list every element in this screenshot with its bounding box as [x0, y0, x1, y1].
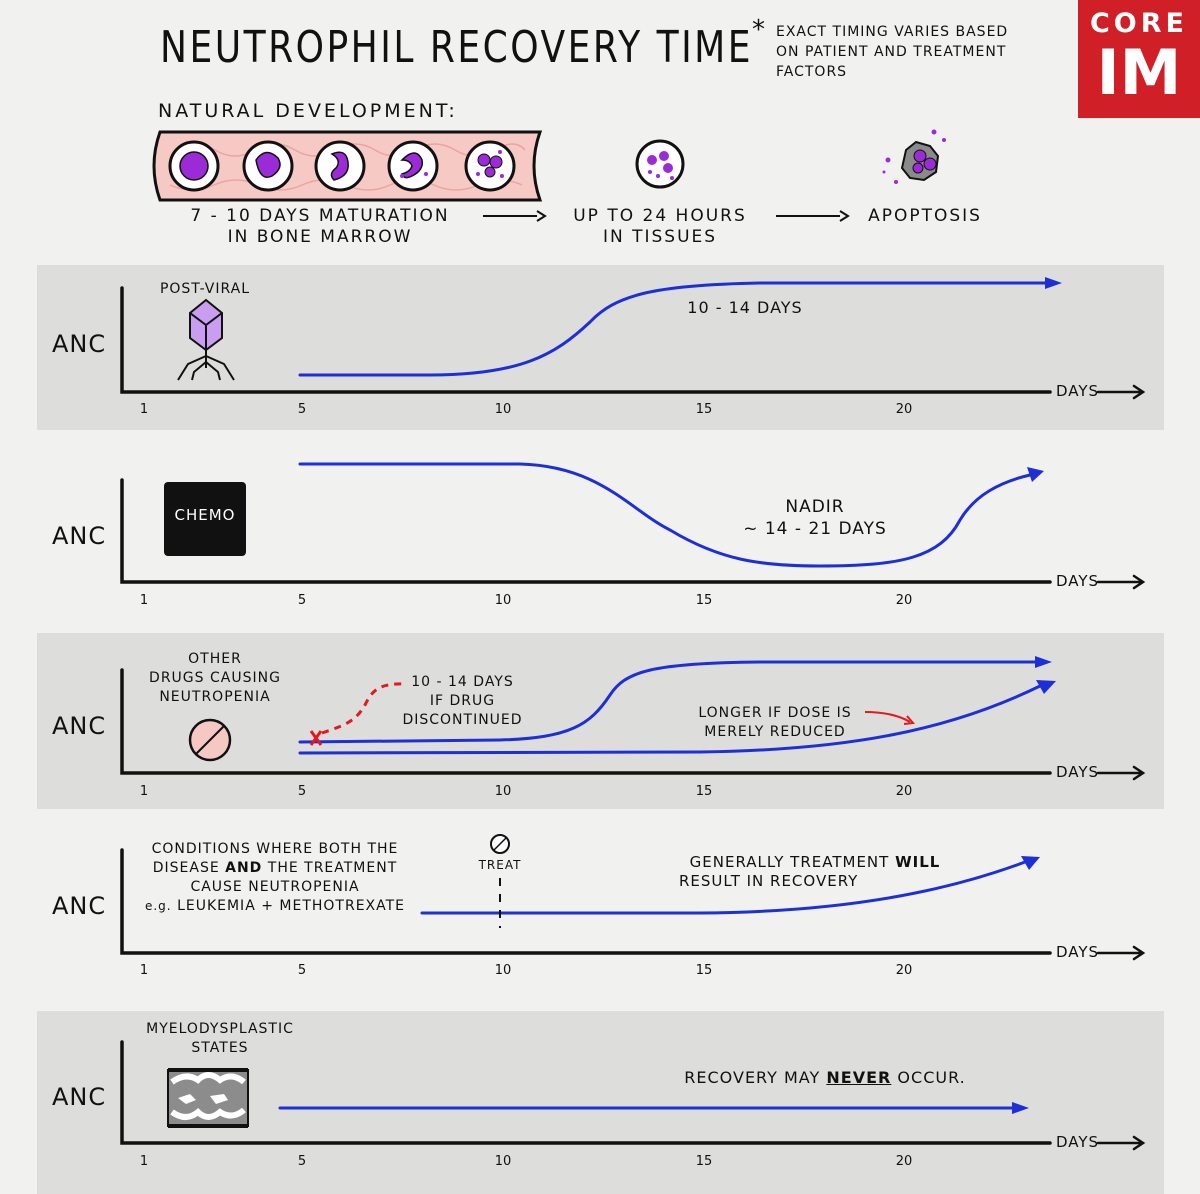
tick-label: 10 — [494, 402, 512, 417]
disease-treatment-curve — [420, 860, 1027, 915]
post-viral-annotation: 10 - 14 DAYS — [687, 298, 803, 317]
marrow-maturation-label: 7 - 10 DAYS MATURATION IN BONE MARROW — [190, 206, 450, 247]
dose-reduced-annotation: LONGER IF DOSE IS MERELY REDUCED — [698, 705, 852, 740]
post-viral-curve — [298, 281, 1047, 377]
arrow-right-icon — [1096, 574, 1146, 590]
arrow-icon — [776, 210, 850, 222]
tick-label: 5 — [297, 784, 307, 799]
chemo-curve — [298, 462, 1032, 568]
other-drugs-label: OTHER DRUGS CAUSING NEUTROPENIA — [149, 651, 281, 705]
tick-label: 1 — [139, 1154, 149, 1169]
x-axis-label: DAYS — [1056, 1133, 1100, 1151]
y-axis-label: ANC — [52, 712, 107, 740]
arrowhead-icon — [1012, 1102, 1029, 1114]
post-viral-panel — [37, 265, 1164, 430]
discontinued-annotation: 10 - 14 DAYS IF DRUG DISCONTINUED — [402, 674, 523, 728]
dysplastic-marrow-icon — [167, 1068, 249, 1128]
recovery-note: GENERALLY TREATMENT WILL RESULT IN RECOV… — [679, 853, 941, 890]
treat-label: TREAT — [478, 858, 522, 872]
x-mark-icon — [309, 730, 323, 746]
tick-label: 20 — [895, 1154, 913, 1169]
disease-and-treatment-label: CONDITIONS WHERE BOTH THE DISEASE AND TH… — [144, 841, 406, 914]
x-axis-label: DAYS — [1056, 943, 1100, 961]
neutrophil-cell-icon — [464, 140, 516, 192]
x-axis-label: DAYS — [1056, 382, 1100, 400]
arrow-right-icon — [1096, 384, 1146, 400]
y-axis-label: ANC — [52, 522, 107, 550]
timing-note: * EXACT TIMING VARIES BASED ON PATIENT A… — [752, 15, 1009, 80]
myelocyte-cell-icon — [314, 140, 366, 192]
page-title: NEUTROPHIL RECOVERY TIME — [160, 22, 754, 73]
y-axis-label: ANC — [52, 892, 107, 920]
tick-label: 1 — [139, 784, 149, 799]
tick-label: 15 — [695, 593, 713, 608]
post-viral-label: POST-VIRAL — [159, 281, 251, 297]
arrowhead-icon — [1035, 656, 1052, 668]
virus-icon — [177, 298, 235, 381]
tick-label: 10 — [494, 593, 512, 608]
tick-label: 10 — [494, 963, 512, 978]
arrow-icon — [483, 210, 547, 222]
tick-label: 1 — [139, 963, 149, 978]
arrowhead-icon — [1021, 856, 1040, 870]
apoptotic-cell-icon — [882, 129, 946, 184]
tick-label: 20 — [895, 963, 913, 978]
axes — [120, 848, 1052, 955]
promyelocyte-cell-icon — [242, 140, 294, 192]
natural-development-heading: NATURAL DEVELOPMENT: — [158, 100, 458, 122]
y-axis-label: ANC — [52, 1083, 107, 1111]
arrowhead-icon — [1027, 467, 1044, 482]
arrowhead-icon — [1036, 680, 1056, 694]
y-axis-label: ANC — [52, 330, 107, 358]
arrow-right-icon — [1096, 1135, 1146, 1151]
tick-label: 5 — [297, 402, 307, 417]
tick-label: 15 — [695, 784, 713, 799]
tick-label: 5 — [297, 963, 307, 978]
pill-icon — [490, 834, 510, 854]
tablet-icon — [188, 718, 232, 762]
x-axis-label: DAYS — [1056, 763, 1100, 781]
tick-label: 5 — [297, 1154, 307, 1169]
tick-label: 1 — [139, 593, 149, 608]
myeloblast-cell-icon — [168, 140, 220, 192]
arrow-right-icon — [1096, 765, 1146, 781]
axes — [120, 478, 1052, 584]
natural-development-illustration — [152, 129, 946, 222]
tick-label: 15 — [695, 963, 713, 978]
tick-label: 10 — [494, 784, 512, 799]
chemo-label: CHEMO — [174, 506, 236, 524]
apoptosis-label: APOPTOSIS — [868, 206, 982, 226]
band-cell-icon — [387, 140, 439, 192]
asterisk-icon: * — [752, 15, 766, 45]
tick-label: 20 — [895, 593, 913, 608]
tick-label: 5 — [297, 593, 307, 608]
tick-label: 1 — [139, 402, 149, 417]
tissue-neutrophil-icon — [635, 139, 685, 189]
tick-label: 20 — [895, 402, 913, 417]
tick-label: 15 — [695, 1154, 713, 1169]
tick-label: 10 — [494, 1154, 512, 1169]
myelodysplastic-label: MYELODYSPLASTIC STATES — [146, 1021, 294, 1056]
nadir-annotation: NADIR ~ 14 - 21 DAYS — [743, 497, 887, 539]
never-recovery-note: RECOVERY MAY NEVER OCCUR. — [684, 1068, 966, 1087]
tick-label: 20 — [895, 784, 913, 799]
core-im-logo: CORE IM — [1078, 0, 1200, 118]
arrowhead-icon — [1045, 277, 1062, 289]
tick-label: 15 — [695, 402, 713, 417]
chemo-box — [164, 482, 246, 556]
red-arrow-icon — [864, 711, 911, 723]
discontinue-dashed-arrow — [321, 682, 406, 735]
arrow-right-icon — [1096, 945, 1146, 961]
axes — [120, 668, 1052, 775]
tissue-duration-label: UP TO 24 HOURS IN TISSUES — [573, 206, 747, 247]
drug-discontinued-curve — [298, 660, 1037, 744]
x-axis-label: DAYS — [1056, 572, 1100, 590]
axes — [120, 1040, 1052, 1145]
dose-reduced-curve — [298, 684, 1042, 755]
axes — [120, 286, 1052, 394]
